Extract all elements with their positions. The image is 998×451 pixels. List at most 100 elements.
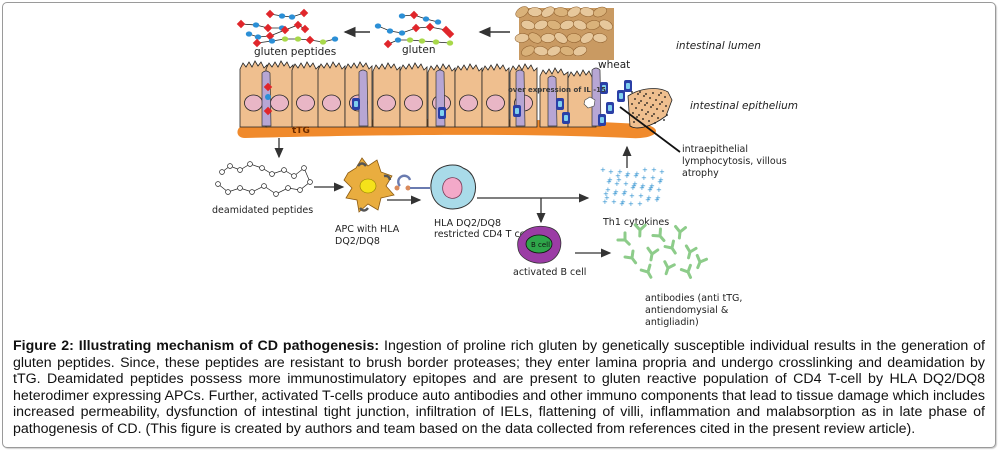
caption-body: Ingestion of proline rich gluten by gene… [13, 338, 985, 437]
dot [633, 121, 635, 123]
amino-acid [307, 179, 313, 185]
wheat-grain [567, 6, 581, 18]
amino-acid [247, 161, 253, 167]
bcell-label: activated B cell [513, 267, 586, 278]
wheat-image [514, 6, 614, 60]
wheat-grain [593, 6, 607, 18]
amino-acid [285, 185, 291, 191]
dot [651, 115, 653, 117]
nucleus [322, 94, 341, 112]
cytokine: + [614, 180, 620, 188]
cytokine: + [612, 190, 618, 198]
intestinal-lumen-label: intestinal lumen [676, 40, 761, 52]
dot [653, 113, 655, 115]
amino-acid [301, 165, 307, 171]
amino-acid [411, 23, 421, 33]
cytokine: + [638, 192, 644, 200]
dot [647, 111, 649, 113]
antibody [616, 231, 631, 246]
lymphocyte-nucleus [602, 85, 606, 91]
dot [663, 119, 665, 121]
cytokine: + [600, 166, 606, 174]
antibodies-label-line3: antigliadin) [645, 317, 699, 328]
wheat-grain [566, 33, 582, 43]
intraepithelial-lymphocyte-zone [358, 69, 369, 127]
amino-acid [281, 167, 287, 173]
amino-acid [425, 22, 435, 32]
cytokine: + [646, 194, 652, 202]
cytokine: + [640, 182, 646, 190]
amino-acid [281, 36, 289, 42]
cytokine: + [604, 194, 610, 202]
nucleus [459, 94, 478, 112]
dot [631, 91, 633, 93]
pathogenesis-diagram: gluten peptides gluten wheat intestinal … [212, 6, 798, 328]
cytokine: + [651, 166, 657, 174]
iel-label-line2: lymphocytosis, villous [682, 156, 787, 167]
wheat-grain [528, 32, 542, 44]
atrophic-villus [627, 88, 673, 129]
amino-acid [305, 35, 315, 45]
cytokine: + [616, 176, 622, 184]
wheat-grain [515, 6, 529, 18]
antibodies-label-line1: antibodies (anti tTG, [645, 293, 742, 304]
dot [642, 118, 644, 120]
gluten-label: gluten [402, 44, 435, 56]
amino-acid [215, 181, 221, 187]
amino-acid [245, 31, 253, 37]
amino-acid [418, 38, 426, 44]
dot [666, 114, 668, 116]
cytokine: + [649, 182, 655, 190]
cytokine: + [624, 172, 630, 180]
activated-b-cell [517, 225, 562, 264]
dot [657, 117, 659, 119]
dot [648, 120, 650, 122]
nucleus [486, 94, 505, 112]
amino-acid [445, 29, 455, 39]
amino-acid [331, 36, 339, 42]
wheat-grain [592, 33, 608, 43]
amino-acid [319, 39, 327, 45]
cytokine: + [630, 184, 636, 192]
amino-acid [297, 187, 303, 193]
dot [644, 104, 646, 106]
amino-acid [252, 38, 262, 48]
nucleus [404, 94, 423, 112]
amino-acid [227, 163, 233, 169]
cytokine: + [620, 198, 626, 206]
cd4-t-cell [430, 164, 477, 210]
apc-cell [343, 157, 395, 213]
cytokine: + [611, 198, 617, 206]
ttg-label: tTG [292, 126, 310, 136]
amino-acid [225, 189, 231, 195]
antibody [695, 253, 709, 270]
cytokine: + [642, 166, 648, 174]
amino-acid [386, 28, 394, 34]
th1-cytokines-label: Th1 cytokines [602, 217, 669, 228]
gluten-peptides-cluster [236, 8, 339, 48]
amino-acid [434, 19, 442, 25]
enterocyte [291, 61, 320, 128]
amino-acid [406, 37, 414, 43]
hla-tcr-receptor [394, 174, 430, 191]
amino-acid [374, 23, 382, 29]
amino-acid [280, 25, 290, 35]
wheat-grain [521, 45, 535, 57]
amino-acid [236, 19, 246, 29]
dot [632, 112, 634, 114]
figure-caption: Figure 2: Illustrating mechanism of CD p… [13, 338, 985, 438]
dot [661, 101, 663, 103]
apc-label-line2: DQ2/DQ8 [335, 236, 380, 247]
bcell-inner-label: B cell [531, 241, 550, 249]
cytokine: + [605, 186, 611, 194]
cytokine: + [659, 168, 665, 176]
th1-cytokines-cluster: ++++++++++++++++++++++++++++++++++++++++… [600, 166, 665, 208]
iel-label-line1: intraepithelial [682, 144, 748, 155]
antibody [651, 227, 666, 243]
cytokine: + [654, 196, 660, 204]
dot [631, 103, 633, 105]
amino-acid [254, 34, 262, 40]
caption-title: Figure 2: Illustrating mechanism of CD p… [13, 338, 380, 354]
nucleus [270, 94, 289, 112]
cytokine: + [647, 186, 653, 194]
